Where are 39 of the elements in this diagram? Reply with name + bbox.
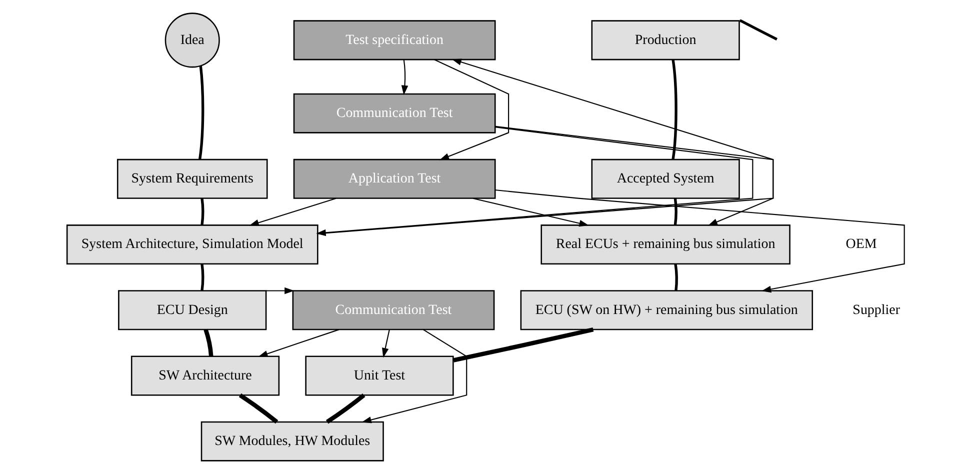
- connector: [200, 263, 204, 290]
- node-box: Application Test: [292, 158, 496, 198]
- arrow: [472, 197, 588, 226]
- node-box: Communication Test: [292, 92, 496, 133]
- label: OEM: [845, 236, 876, 252]
- arrow: [433, 58, 509, 160]
- connector: [452, 326, 594, 362]
- node-box: Communication Test: [292, 290, 494, 330]
- node-box: System Requirements: [116, 158, 268, 198]
- connector: [739, 18, 777, 40]
- node-box: SW Architecture: [130, 355, 280, 396]
- arrow: [248, 197, 336, 226]
- connector: [238, 392, 278, 424]
- connector: [674, 263, 678, 290]
- node-box: Production: [590, 20, 740, 60]
- node-box: System Architecture, Simulation Model: [66, 224, 318, 264]
- arrow: [317, 58, 774, 234]
- node-circle: Idea: [164, 12, 220, 68]
- arrow: [400, 59, 408, 95]
- node-box: SW Modules, HW Modules: [200, 420, 384, 461]
- connector: [325, 393, 365, 424]
- node-box: Test specification: [292, 20, 496, 60]
- node-box: Accepted System: [590, 158, 740, 198]
- node-box: Unit Test: [304, 355, 454, 396]
- connector: [203, 328, 213, 356]
- arrow: [494, 188, 904, 292]
- arrow: [494, 125, 774, 226]
- connector: [198, 65, 204, 160]
- connector: [200, 198, 204, 225]
- node-box: Real ECUs + remaining bus simulation: [540, 224, 790, 264]
- arrow: [266, 286, 294, 294]
- label: Supplier: [852, 302, 900, 318]
- node-box: ECU (SW on HW) + remaining bus simulation: [520, 290, 813, 330]
- arrow: [361, 328, 467, 423]
- connector: [673, 198, 677, 225]
- connector: [671, 59, 677, 159]
- node-box: ECU Design: [118, 290, 266, 330]
- arrow: [258, 328, 339, 356]
- arrow: [382, 328, 390, 358]
